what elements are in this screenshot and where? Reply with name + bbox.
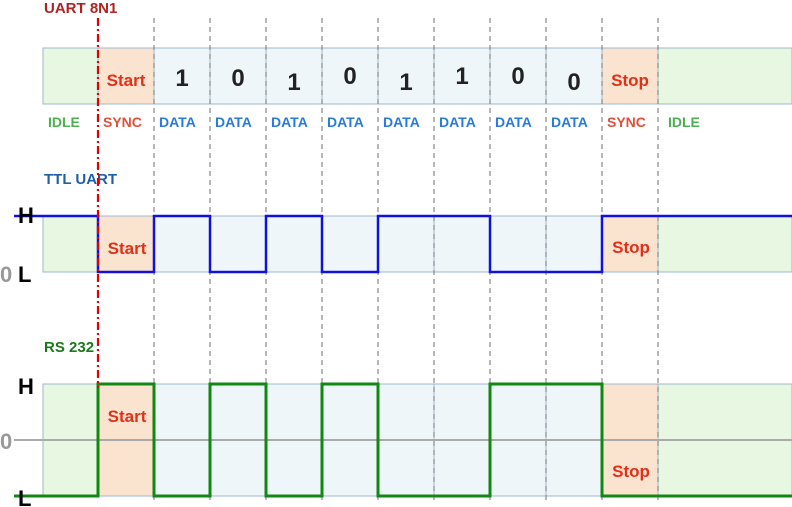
ttl-cell <box>601 215 659 273</box>
frame-bit-value: 0 <box>567 69 580 96</box>
ttl-cell <box>489 215 547 273</box>
frame-cell-data <box>321 47 379 105</box>
rs232-title: RS 232 <box>44 339 94 356</box>
frame-cell-sync <box>601 47 659 105</box>
rs232-high-label: H <box>18 374 34 399</box>
frame-cell-data <box>209 47 267 105</box>
rs232-low-label: L <box>18 486 31 507</box>
frame-category-label: DATA <box>383 114 420 130</box>
frame-cell-sync <box>97 47 155 105</box>
frame-category-label: IDLE <box>668 114 700 130</box>
rs232-stop-label: Stop <box>612 462 650 481</box>
ttl-start-label: Start <box>108 239 147 258</box>
ttl-background <box>42 215 792 273</box>
frame-cell-data <box>433 47 491 105</box>
frame-cell-idle <box>42 47 99 105</box>
uart-title: UART 8N1 <box>44 0 117 17</box>
frame-cell-idle <box>657 47 792 105</box>
frame-bit-value: 0 <box>343 63 356 90</box>
frame-bit-value: 0 <box>231 65 244 92</box>
frame-category-label: DATA <box>271 114 308 130</box>
frame-row: Start 1 0 1 0 1 1 0 0 Stop <box>42 47 792 105</box>
rs232-zero-label: 0 <box>0 429 12 454</box>
ttl-stop-label: Stop <box>612 238 650 257</box>
frame-category-label: SYNC <box>607 114 646 130</box>
rs232-start-label: Start <box>108 407 147 426</box>
ttl-zero-label: 0 <box>0 262 12 287</box>
ttl-cell <box>265 215 323 273</box>
ttl-cell <box>97 215 155 273</box>
frame-bit-value: 1 <box>175 65 188 92</box>
ttl-waveform <box>14 214 792 274</box>
frame-category-label: DATA <box>215 114 252 130</box>
ttl-high-label: H <box>18 203 34 228</box>
frame-bit-value: 1 <box>287 69 300 96</box>
frame-category-label: DATA <box>495 114 532 130</box>
frame-category-label: DATA <box>551 114 588 130</box>
rs232-waveform <box>14 382 792 498</box>
frame-category-label: DATA <box>327 114 364 130</box>
frame-start-label: Start <box>107 71 146 90</box>
ttl-low-label: L <box>18 262 31 287</box>
ttl-cell <box>657 215 792 273</box>
frame-category-label: DATA <box>159 114 196 130</box>
frame-cell-data <box>153 47 211 105</box>
frame-bit-value: 0 <box>511 63 524 90</box>
frame-bit-value: 1 <box>399 69 412 96</box>
ttl-cell <box>321 215 379 273</box>
ttl-cell <box>209 215 267 273</box>
ttl-title: TTL UART <box>44 171 117 188</box>
frame-bit-value: 1 <box>455 63 468 90</box>
frame-category-label: SYNC <box>103 114 142 130</box>
frame-stop-label: Stop <box>611 71 649 90</box>
ttl-cell <box>153 215 211 273</box>
ttl-cell <box>433 215 491 273</box>
ttl-cell <box>377 215 435 273</box>
frame-category-label: DATA <box>439 114 476 130</box>
frame-category-label: IDLE <box>48 114 80 130</box>
ttl-cell <box>545 215 603 273</box>
frame-category-row: IDLE SYNC DATA DATA DATA DATA DATA DATA DATA DATA… <box>48 114 700 130</box>
ttl-cell <box>42 215 99 273</box>
